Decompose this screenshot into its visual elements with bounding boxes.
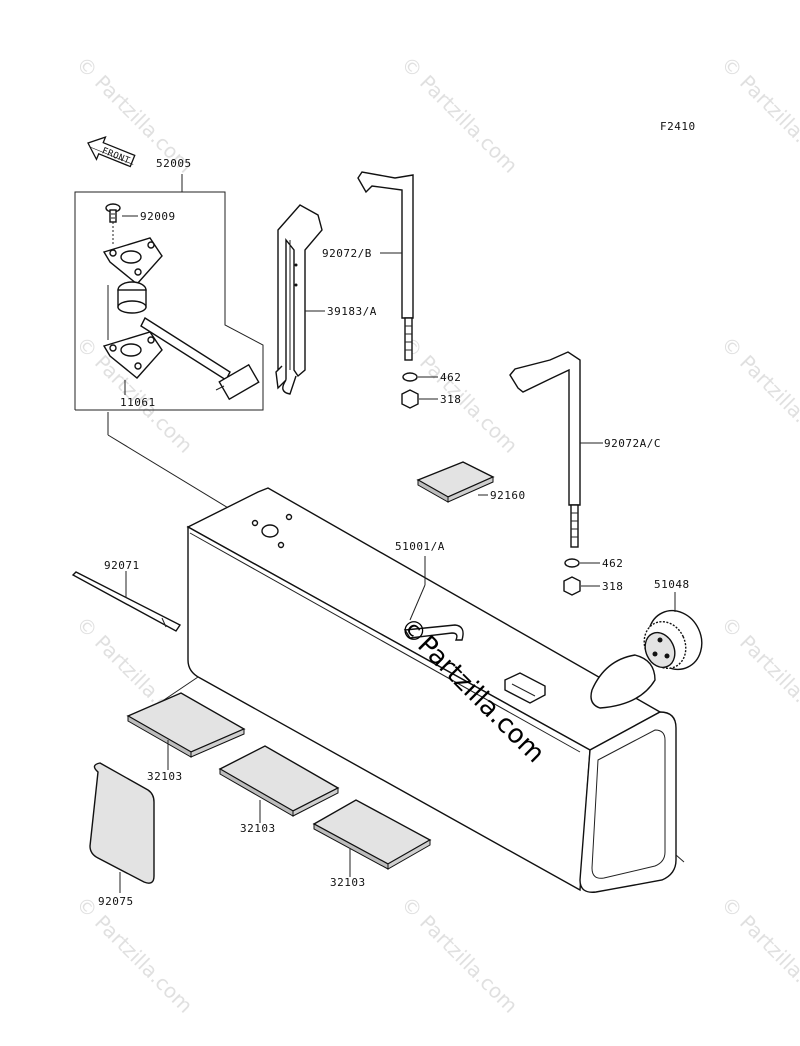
part-label-318-lower: 318 bbox=[602, 580, 623, 593]
watermark-text: © Partzilla.com bbox=[716, 52, 800, 178]
part-label-92009: 92009 bbox=[140, 210, 176, 223]
pad-92075 bbox=[89, 762, 155, 884]
watermark-group: © Partzilla.com © Partzilla.com © Partzi… bbox=[71, 52, 800, 1018]
part-label-92160: 92160 bbox=[490, 489, 526, 502]
part-label-32103-b: 32103 bbox=[240, 822, 276, 835]
pad-32103-c bbox=[312, 799, 432, 870]
strip-92071 bbox=[71, 571, 182, 632]
fuel-sender-11061 bbox=[102, 281, 260, 401]
strap-92072-ac bbox=[509, 351, 581, 548]
watermark-text: © Partzilla.com bbox=[396, 52, 522, 178]
watermark-text: © Partzilla.com bbox=[716, 612, 800, 738]
part-label-92075: 92075 bbox=[98, 895, 134, 908]
nut-318-upper bbox=[401, 389, 419, 409]
washer-462-lower bbox=[564, 558, 580, 568]
pad-32103-a bbox=[126, 692, 246, 758]
part-label-92071: 92071 bbox=[104, 559, 140, 572]
part-label-11061: 11061 bbox=[120, 396, 156, 409]
part-label-318-upper: 318 bbox=[440, 393, 461, 406]
front-arrow-icon: FRONT bbox=[87, 136, 136, 168]
figure-code: F2410 bbox=[660, 120, 696, 133]
bracket-39183 bbox=[275, 204, 323, 395]
part-label-462-upper: 462 bbox=[440, 371, 461, 384]
part-label-51001: 51001/A bbox=[395, 540, 445, 553]
part-label-32103-c: 32103 bbox=[330, 876, 366, 889]
gasket-plate bbox=[102, 237, 163, 285]
part-label-39183: 39183/A bbox=[327, 305, 377, 318]
part-label-51048: 51048 bbox=[654, 578, 690, 591]
watermark-text: © Partzilla.com bbox=[396, 892, 522, 1018]
watermark-text: © Partzilla.com bbox=[716, 892, 800, 1018]
watermark-text: © Partzilla.com bbox=[716, 332, 800, 458]
watermark-text: © Partzilla.com bbox=[71, 892, 197, 1018]
part-label-462-lower: 462 bbox=[602, 557, 623, 570]
strap-92072-b bbox=[357, 171, 414, 361]
nut-318-lower bbox=[563, 576, 581, 596]
pad-32103-b bbox=[218, 745, 340, 817]
part-label-52005: 52005 bbox=[156, 157, 192, 170]
washer-462-upper bbox=[402, 372, 418, 382]
fuel-tank-51001 bbox=[186, 487, 685, 893]
part-label-32103-a: 32103 bbox=[147, 770, 183, 783]
part-label-92072-ac: 92072A/C bbox=[604, 437, 661, 450]
part-label-92072-b: 92072/B bbox=[322, 247, 372, 260]
screw-92009 bbox=[105, 203, 121, 223]
fuel-cap-51048 bbox=[643, 609, 703, 671]
assembly-bracket-52005 bbox=[74, 174, 264, 411]
